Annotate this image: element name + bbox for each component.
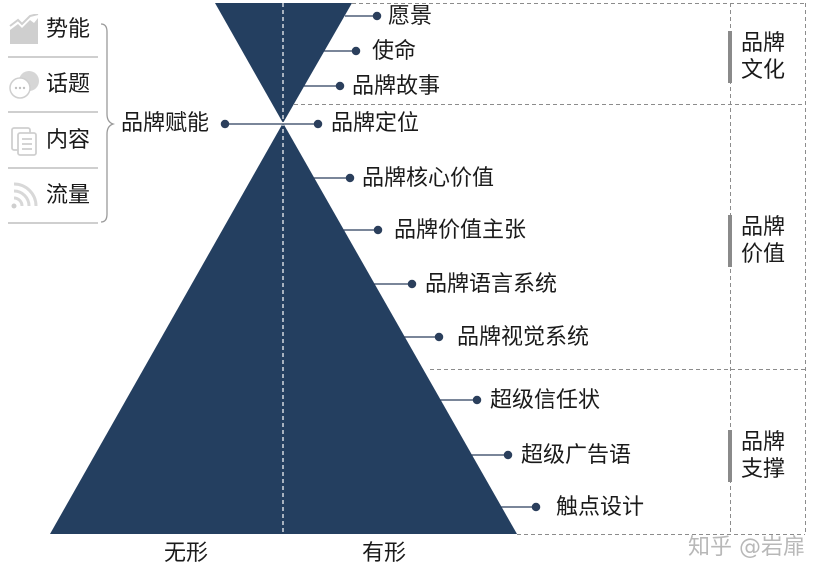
mission-label: 使命: [372, 39, 417, 64]
super-slogan-label: 超级广告语: [521, 443, 632, 468]
curly-brace: [100, 23, 116, 223]
chat-bubbles-icon: [9, 71, 39, 99]
divider: [8, 222, 98, 224]
section-text: 品牌 价值: [741, 215, 786, 267]
section-bar: [728, 215, 732, 267]
documents-icon: [11, 127, 37, 156]
tangible-label: 有形: [362, 541, 407, 566]
vision-label: 愿景: [388, 4, 433, 29]
side-item-label: 内容: [46, 128, 91, 153]
brand-visual-system-label: 品牌视觉系统: [457, 325, 590, 350]
brand-language-system-label: 品牌语言系统: [425, 272, 558, 297]
side-item-momentum: 势能: [6, 6, 98, 58]
side-item-label: 流量: [46, 183, 91, 208]
divider: [8, 56, 98, 58]
brand-story-label: 品牌故事: [352, 74, 441, 99]
side-item-content: 内容: [6, 117, 98, 169]
section-text: 品牌 支撑: [741, 430, 786, 482]
signal-icon: [11, 182, 38, 209]
super-credential-label: 超级信任状: [490, 388, 601, 413]
area-chart-icon: [9, 14, 39, 44]
divider: [8, 111, 98, 113]
side-item-traffic: 流量: [6, 172, 98, 224]
section-text: 品牌 文化: [741, 31, 786, 83]
side-item-label: 势能: [46, 17, 91, 42]
side-item-label: 话题: [46, 72, 91, 97]
brand-empowerment-label: 品牌赋能: [121, 111, 210, 136]
divider: [8, 167, 98, 169]
brand-core-value-label: 品牌核心价值: [362, 166, 495, 191]
side-item-topic: 话题: [6, 61, 98, 113]
section-brand-support: 品牌 支撑: [728, 430, 804, 484]
section-bar: [728, 31, 732, 83]
touchpoint-design-label: 触点设计: [556, 495, 645, 520]
watermark: 知乎 @岩扉: [688, 535, 805, 560]
section-brand-value: 品牌 价值: [728, 215, 804, 269]
connectors: [220, 11, 541, 512]
intangible-label: 无形: [164, 541, 209, 566]
brand-positioning-label: 品牌定位: [331, 111, 420, 136]
section-bar: [728, 430, 732, 482]
section-brand-culture: 品牌 文化: [728, 31, 804, 85]
brand-value-proposition-label: 品牌价值主张: [394, 218, 527, 243]
